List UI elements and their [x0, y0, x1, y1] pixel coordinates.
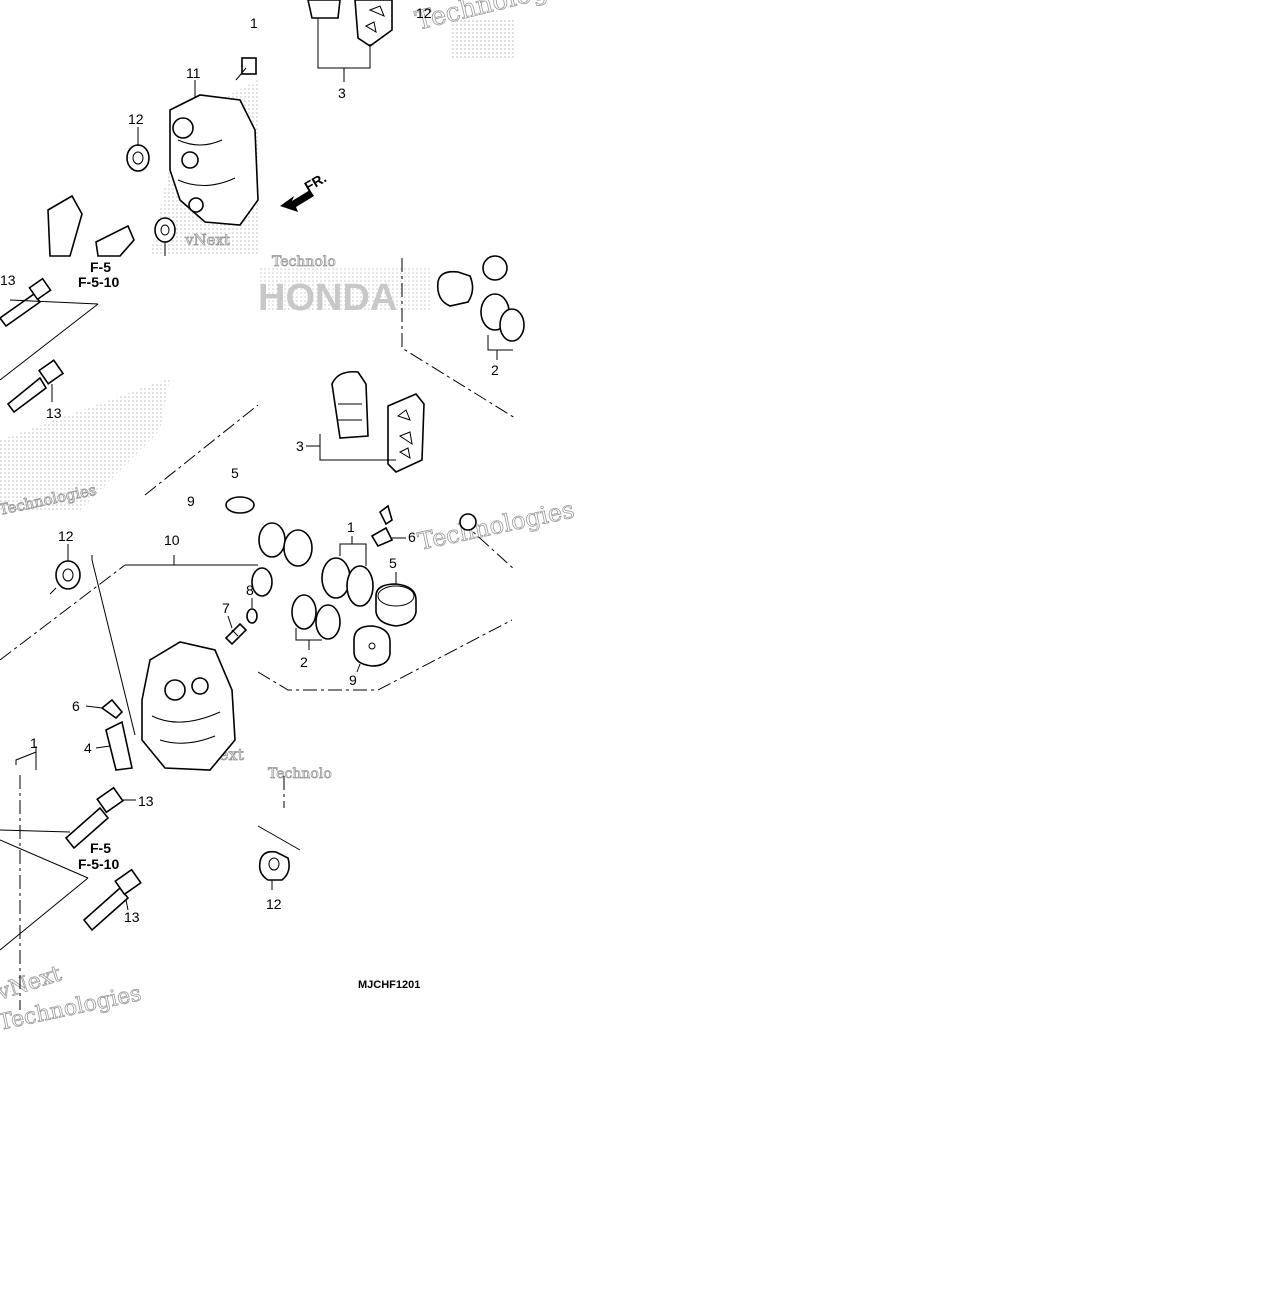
pad-top-2 [354, 0, 393, 47]
caliper-body-lower [141, 641, 236, 771]
callout-13: 13 [46, 405, 62, 421]
tile-lower-left: vNext 12 10 7 8 6 [0, 522, 286, 771]
bleeder-valve-lower [224, 622, 248, 646]
piston-lower-5 [375, 583, 417, 627]
callout-8: 8 [246, 582, 254, 598]
bolt-upper-1 [0, 277, 52, 328]
pad-middle-2 [387, 393, 425, 473]
piston-right [436, 270, 474, 307]
callout-9: 9 [349, 672, 357, 688]
callout-3: 3 [338, 85, 346, 101]
callout-10: 10 [164, 532, 180, 548]
tile-bottom-right: Technolo 12 MJCHF1201 [257, 766, 420, 991]
callout-13: 13 [138, 793, 154, 809]
diagram-code: MJCHF1201 [358, 979, 420, 991]
callout-5: 5 [231, 465, 239, 481]
seal-ring-lower-2 [321, 557, 351, 599]
watermark-text: Technolo [268, 766, 332, 782]
tile-middle-left: Technologies F-5 F-5-10 13 13 5 9 [0, 259, 259, 519]
bushing-upper-left [126, 144, 150, 172]
watermark-text: Technolo [272, 254, 336, 270]
direction-label: FR. [302, 169, 330, 194]
piston-lower-9 [353, 625, 391, 667]
callout-12: 12 [58, 528, 74, 544]
bolt-lower-1 [64, 786, 124, 850]
tile-middle-right: HONDA Technolo 2 3 [258, 254, 525, 473]
callout-9: 9 [187, 493, 195, 509]
bushing-lower-right [258, 850, 290, 881]
seal-ring-lower-4 [291, 594, 317, 630]
pad-left-upper [47, 194, 83, 257]
watermark-text: vNext [184, 231, 230, 249]
bushing-upper-mid [154, 217, 176, 243]
front-direction-arrow: FR. [280, 169, 329, 212]
bolt-upper-2 [6, 359, 65, 414]
pad-top-1 [307, 0, 341, 19]
callout-7: 7 [222, 600, 230, 616]
watermark-text: Technologies [415, 495, 576, 555]
bolt-lower-2 [82, 868, 142, 932]
callout-5: 5 [389, 555, 397, 571]
pad-middle-1 [331, 370, 369, 439]
callout-1: 1 [30, 735, 38, 751]
pad-spring-upper [370, 526, 394, 548]
callout-6: 6 [72, 698, 80, 714]
callout-12: 12 [128, 111, 144, 127]
callout-2: 2 [300, 654, 308, 670]
reference-f5: F-5 [90, 840, 111, 856]
seal-ring-lower-1 [283, 529, 313, 567]
callout-3: 3 [296, 438, 304, 454]
pad-spring-lower [100, 698, 124, 720]
tile-lower-right: Technologies 1 2 5 9 6 [257, 495, 577, 691]
reference-f5: F-5 [90, 259, 111, 275]
bleeder-valve-upper [241, 57, 257, 75]
callout-1: 1 [250, 15, 258, 31]
callout-13: 13 [124, 909, 140, 925]
tile-top-right: Technologies 3 12 FR. [280, 0, 587, 212]
caliper-body-upper [169, 94, 259, 226]
callout-11: 11 [186, 65, 201, 81]
tile-bottom-left: vNext Technologies 13 13 F-5 F-5-10 [0, 775, 154, 1036]
pad-pin-lower [105, 720, 133, 771]
piston-middle [225, 496, 255, 514]
pad-right-upper [95, 224, 135, 257]
callout-2: 2 [491, 362, 499, 378]
seal-ring-2 [499, 308, 525, 342]
seal-ring-lower-5 [315, 604, 341, 640]
callout-13: 13 [0, 272, 16, 288]
bleeder-cap [246, 608, 258, 624]
seal-ring-lower-3 [346, 565, 374, 607]
callout-12: 12 [266, 896, 282, 912]
reference-f5-10: F-5-10 [78, 856, 119, 872]
callout-6: 6 [408, 529, 416, 545]
seal-ring-3 [482, 255, 508, 281]
callout-4: 4 [84, 740, 92, 756]
reference-f5-10: F-5-10 [78, 274, 119, 290]
bushing-lower-left [55, 560, 81, 590]
callout-1: 1 [347, 519, 355, 535]
tile-top-left: vNext 11 12 1 [47, 15, 259, 257]
watermark-brand: HONDA [258, 277, 397, 319]
callout-12: 12 [416, 5, 432, 21]
